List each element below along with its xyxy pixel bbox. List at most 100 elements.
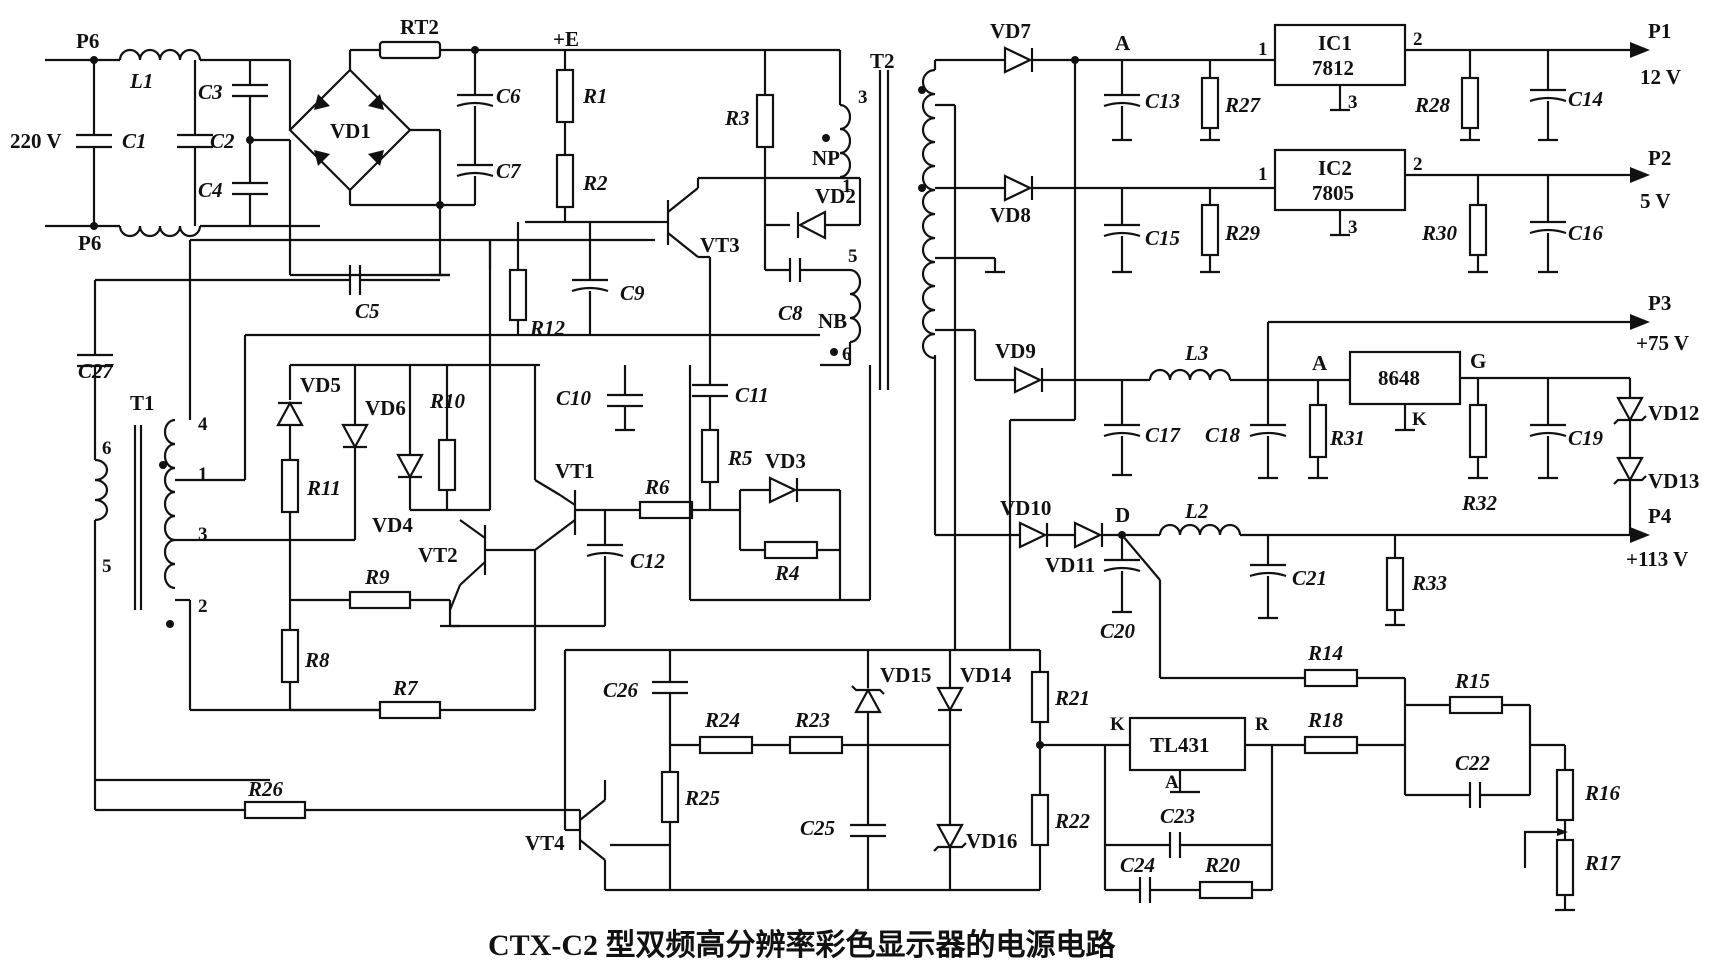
inductor-l1-top (118, 48, 202, 61)
label-t1-pin6: 6 (102, 438, 112, 459)
resistor-r24 (698, 735, 754, 755)
label-t2-pin1: 1 (842, 176, 852, 197)
label-t1-pin2: 2 (198, 596, 208, 617)
label-vd4: VD4 (372, 513, 413, 537)
label-p1-voltage: 12 V (1640, 65, 1681, 89)
label-vd16: VD16 (966, 829, 1017, 853)
label-r23: R23 (794, 708, 830, 732)
bridge-rectifier-section (288, 40, 565, 277)
label-r28: R28 (1414, 93, 1451, 117)
thermistor-rt2 (378, 40, 442, 60)
label-c27: C27 (78, 359, 115, 383)
label-c10: C10 (556, 386, 592, 410)
label-c22: C22 (1455, 751, 1491, 775)
label-c8: C8 (778, 301, 803, 325)
resistor-r4 (763, 540, 819, 560)
label-vd13: VD13 (1648, 469, 1699, 493)
label-r6: R6 (644, 475, 670, 499)
label-vd15: VD15 (880, 663, 931, 687)
label-r7: R7 (392, 676, 419, 700)
label-r29: R29 (1224, 221, 1261, 245)
label-tl431-r: R (1255, 714, 1269, 735)
label-node-g: G (1470, 349, 1486, 373)
resistor-r30 (1468, 203, 1488, 257)
resistor-r15 (1448, 695, 1504, 715)
label-c7: C7 (496, 159, 522, 183)
label-vd12: VD12 (1648, 401, 1699, 425)
diode-vd11 (1073, 521, 1103, 549)
label-r33: R33 (1411, 571, 1447, 595)
label-tl431-k: K (1110, 714, 1125, 735)
label-c16: C16 (1568, 221, 1604, 245)
label-p4: P4 (1648, 504, 1672, 528)
label-c20: C20 (1100, 619, 1136, 643)
winding-np (839, 103, 852, 179)
label-p3: P3 (1648, 291, 1671, 315)
label-r3: R3 (724, 106, 750, 130)
label-p1: P1 (1648, 19, 1671, 43)
input-filter-section (45, 48, 292, 275)
label-t2: T2 (870, 49, 895, 73)
label-p2-voltage: 5 V (1640, 189, 1671, 213)
label-r11: R11 (306, 476, 341, 500)
label-p2: P2 (1648, 146, 1671, 170)
resistor-r23 (788, 735, 844, 755)
resistor-r10 (437, 438, 457, 492)
label-tl431: TL431 (1150, 733, 1210, 757)
diagram-caption: CTX-C2 型双频高分辨率彩色显示器的电源电路 (488, 929, 1116, 962)
resistor-r3 (755, 93, 775, 149)
diode-vd5 (276, 400, 304, 427)
label-c9: C9 (620, 281, 645, 305)
resistor-r2 (555, 153, 575, 209)
label-ic1-pin2: 2 (1413, 29, 1423, 50)
resistor-r25 (660, 770, 680, 824)
label-c23: C23 (1160, 804, 1195, 828)
label-c11: C11 (735, 383, 769, 407)
diode-vd9 (1013, 366, 1043, 394)
label-r31: R31 (1329, 426, 1365, 450)
label-vd2: VD2 (815, 184, 856, 208)
label-r2: R2 (582, 171, 608, 195)
resistor-r14 (1303, 668, 1359, 688)
resistor-r18 (1303, 735, 1359, 755)
label-ic-8648: 8648 (1378, 366, 1420, 390)
label-r16: R16 (1584, 781, 1621, 805)
label-r26: R26 (247, 777, 284, 801)
tl431-reference (1128, 716, 1247, 772)
zener-vd13 (1616, 456, 1644, 483)
label-p6-bottom: P6 (78, 231, 101, 255)
label-vt1: VT1 (555, 459, 595, 483)
diode-vd3 (768, 476, 798, 504)
label-c14: C14 (1568, 87, 1603, 111)
diode-vd7 (1003, 46, 1033, 74)
label-r14: R14 (1307, 641, 1343, 665)
t2-secondary-winding (921, 68, 936, 360)
resistor-r16 (1555, 768, 1575, 822)
resistor-r8 (280, 628, 300, 684)
label-rt2: RT2 (400, 15, 439, 39)
label-ic2-pin3: 3 (1348, 217, 1358, 238)
label-r9: R9 (364, 565, 390, 589)
label-r1: R1 (582, 84, 608, 108)
resistor-r22 (1030, 793, 1050, 847)
transformer-t1-right (163, 418, 176, 590)
diode-vd14 (936, 686, 964, 713)
label-r5: R5 (727, 446, 753, 470)
resistor-r1 (555, 68, 575, 124)
transformer-t1-left (94, 458, 109, 522)
resistor-r11 (280, 458, 300, 514)
label-ic1-pin3: 3 (1348, 92, 1358, 113)
label-ic2-pin1: 1 (1258, 164, 1268, 185)
resistor-r6 (638, 500, 694, 520)
label-t2-pin5: 5 (848, 246, 858, 267)
label-l1: L1 (129, 69, 153, 93)
label-node-d: D (1115, 503, 1130, 527)
zener-vd12 (1616, 396, 1644, 423)
resistor-r7 (378, 700, 442, 720)
label-r24: R24 (704, 708, 740, 732)
label-r18: R18 (1307, 708, 1344, 732)
winding-nb (849, 268, 862, 344)
label-ic1-part: 7812 (1312, 56, 1354, 80)
zener-vd15 (854, 687, 882, 714)
